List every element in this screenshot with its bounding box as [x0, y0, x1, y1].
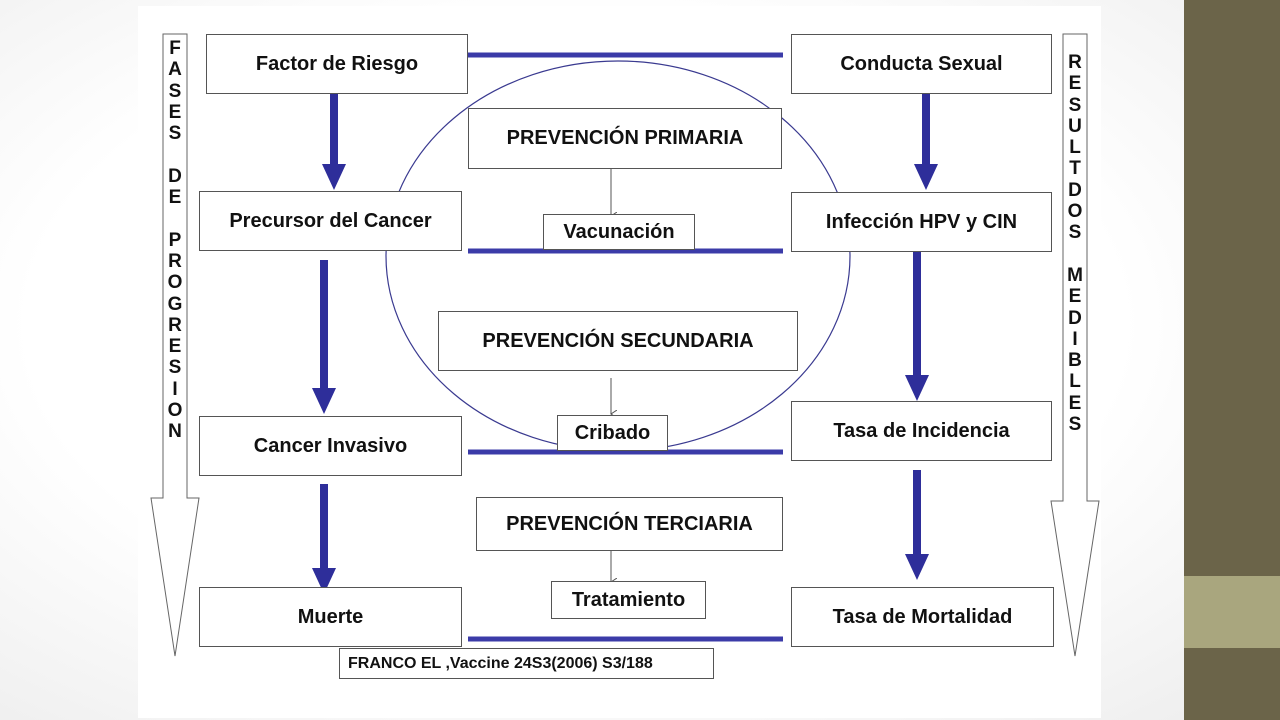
box-precursor-del-cancer: Precursor del Cancer [199, 191, 462, 251]
vertical-letter: A [168, 59, 182, 81]
vertical-letter: D [1068, 307, 1082, 329]
box-tasa-de-mortalidad: Tasa de Mortalidad [791, 587, 1054, 647]
vertical-letter: S [1068, 94, 1082, 116]
box-prevencion-secundaria: PREVENCIÓN SECUNDARIA [438, 311, 798, 371]
left-phase-arrow [150, 33, 200, 657]
vertical-letter: E [168, 187, 182, 209]
vertical-letter: R [1068, 52, 1082, 73]
vertical-letter: E [168, 101, 182, 123]
box-muerte: Muerte [199, 587, 462, 647]
vertical-letter: S [1068, 222, 1082, 244]
box-cribado: Cribado [557, 415, 668, 451]
vertical-letter: P [168, 229, 182, 251]
box-tratamiento: Tratamiento [551, 581, 706, 619]
vertical-letter [163, 144, 187, 165]
accent-stripe-bottom [1184, 648, 1280, 720]
vertical-letter: O [1067, 201, 1083, 223]
vertical-letter [1063, 244, 1087, 265]
vertical-letter [163, 208, 187, 229]
vertical-letter: G [167, 293, 183, 315]
vertical-letter: N [168, 421, 182, 443]
vertical-letter: F [169, 38, 181, 59]
vertical-letter: R [168, 314, 182, 336]
box-vacunacion: Vacunación [543, 214, 695, 250]
vertical-letter: S [168, 80, 182, 102]
right-phase-arrow [1050, 33, 1100, 657]
right-flow-arrows [905, 94, 938, 580]
vertical-letter: R [168, 250, 182, 272]
box-prevencion-terciaria: PREVENCIÓN TERCIARIA [476, 497, 783, 551]
vertical-letter: I [1072, 328, 1078, 350]
citation-box: FRANCO EL ,Vaccine 24S3(2006) S3/188 [339, 648, 714, 679]
vertical-letter: O [167, 400, 183, 422]
vertical-letter: S [1068, 414, 1082, 436]
vertical-letter: E [1068, 73, 1082, 95]
box-tasa-de-incidencia: Tasa de Incidencia [791, 401, 1052, 461]
box-infeccion-hpv-cin: Infección HPV y CIN [791, 192, 1052, 252]
accent-stripe-middle [1184, 576, 1280, 648]
vertical-letter: O [167, 272, 183, 294]
vertical-letter: M [1067, 264, 1083, 286]
vertical-letter: S [168, 357, 182, 379]
vertical-letter: E [1068, 286, 1082, 308]
vertical-letter: D [168, 165, 182, 187]
box-prevencion-primaria: PREVENCIÓN PRIMARIA [468, 108, 782, 169]
box-conducta-sexual: Conducta Sexual [791, 34, 1052, 94]
vertical-letter: T [1069, 158, 1081, 180]
vertical-letter: L [1069, 137, 1081, 159]
vertical-letter: D [1068, 179, 1082, 201]
vertical-letter: U [1068, 115, 1082, 137]
vertical-letter: E [168, 336, 182, 358]
vertical-letter: E [1068, 392, 1082, 414]
accent-stripe-top [1184, 0, 1280, 576]
left-flow-arrows [312, 94, 346, 594]
vertical-letter: I [172, 378, 178, 400]
box-cancer-invasivo: Cancer Invasivo [199, 416, 462, 476]
vertical-letter: L [1069, 371, 1081, 393]
box-factor-de-riesgo: Factor de Riesgo [206, 34, 468, 94]
vertical-letter: S [168, 123, 182, 145]
vertical-letter: B [1068, 350, 1082, 372]
